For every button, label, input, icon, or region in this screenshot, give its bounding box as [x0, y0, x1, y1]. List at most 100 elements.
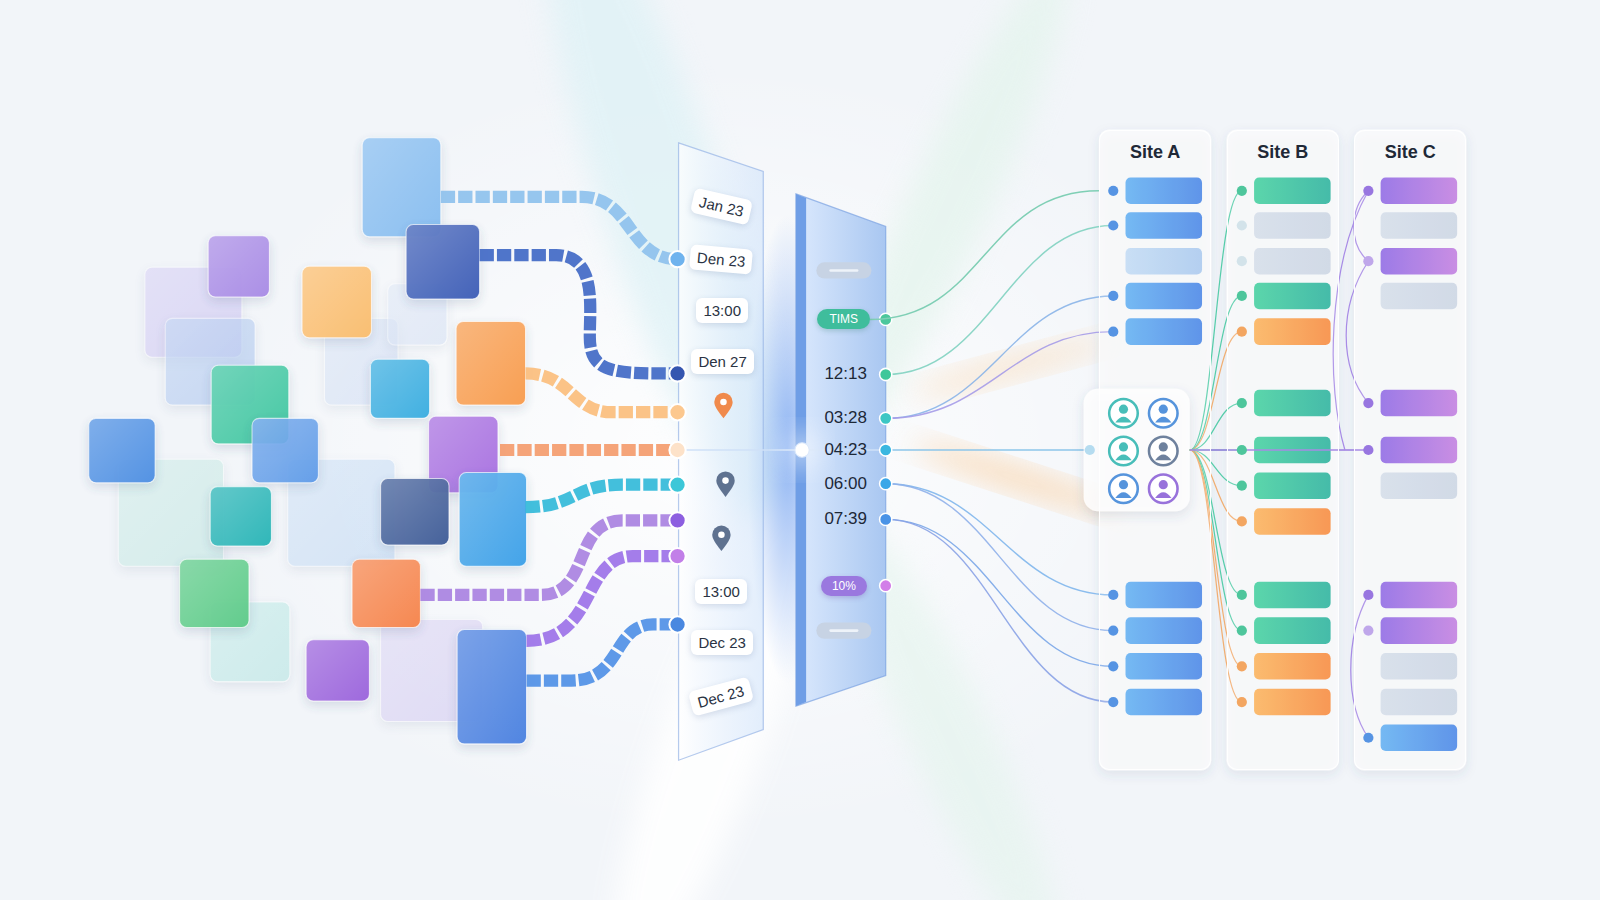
time-text: 06:00: [824, 474, 867, 493]
pin-shape: [716, 471, 734, 497]
time-dot: [880, 313, 892, 325]
location-pin: [712, 526, 730, 552]
pin-hole: [718, 531, 725, 538]
data-square: [252, 418, 318, 482]
placeholder-pill: [816, 622, 871, 638]
light-glow: [184, 61, 1245, 837]
square-sheen: [381, 479, 449, 545]
node-text: Den 23: [697, 249, 747, 270]
square-sheen: [210, 487, 271, 546]
stream-dot: [669, 404, 685, 420]
date-pill: Dec 23: [691, 630, 753, 655]
time-dot: [880, 513, 892, 525]
card-dot: [1085, 445, 1095, 455]
site-column: Site A: [1099, 130, 1211, 771]
location-pin: [714, 393, 732, 419]
node-text: Site B: [1228, 142, 1338, 163]
flow-curve: [886, 226, 1114, 375]
data-square: [459, 472, 526, 566]
site-column: Site B: [1227, 130, 1339, 771]
stream-dot: [669, 512, 685, 528]
data-streams: [420, 197, 677, 681]
node-text: 13:00: [703, 302, 741, 319]
stream-dot: [669, 365, 685, 381]
pin-shape: [714, 393, 732, 419]
site-panel-fill: [1099, 130, 1211, 771]
flow-curve: [886, 296, 1114, 418]
data-square: [381, 479, 449, 545]
square-sheen: [459, 472, 526, 566]
square-sheen: [456, 321, 525, 405]
time-dot: [880, 444, 892, 456]
node-text: 10%: [832, 579, 856, 593]
time-text: 03:28: [824, 408, 867, 427]
data-square: [456, 321, 525, 405]
data-square: [302, 266, 371, 337]
dashed-stream: [526, 373, 678, 412]
square-sheen: [252, 418, 318, 482]
time-dot: [880, 580, 892, 592]
dashed-stream: [480, 255, 678, 373]
data-square: [306, 640, 369, 701]
pin-hole: [722, 477, 729, 484]
square-sheen: [89, 418, 155, 482]
tag-pill: TIMS: [817, 309, 870, 329]
dashed-stream: [500, 444, 678, 456]
stream-dot: [669, 442, 685, 458]
flow-curve: [886, 484, 1114, 631]
data-square: [457, 630, 526, 744]
dashed-stream: [526, 485, 678, 507]
time-dot: [880, 412, 892, 424]
time-dot: [880, 478, 892, 490]
node-text: Dec 23: [696, 683, 746, 712]
pin-shape: [712, 526, 730, 552]
square-sheen: [180, 559, 249, 627]
dashed-stream: [527, 624, 678, 680]
time-label: 04:23: [824, 440, 867, 460]
timeline-panel: [679, 143, 764, 760]
flow-curve: [886, 449, 1090, 450]
square-sheen: [457, 630, 526, 744]
time-text: 07:39: [824, 509, 867, 528]
node-text: TIMS: [829, 312, 858, 326]
date-pill: Jan 23: [690, 187, 753, 225]
placeholder-dash: [831, 269, 858, 272]
site-column: Site C: [1354, 130, 1466, 771]
pin-hole: [720, 399, 727, 406]
stream-dot: [669, 477, 685, 493]
data-square: [89, 418, 155, 482]
date-pill: Den 27: [691, 349, 753, 374]
date-pill: 13:00: [695, 579, 747, 604]
stream-dot: [669, 548, 685, 564]
square-sheen: [370, 359, 429, 418]
placeholder-dash: [831, 629, 858, 632]
time-label: 06:00: [824, 474, 867, 494]
square-sheen: [208, 236, 269, 297]
time-label: 07:39: [824, 509, 867, 529]
stream-dot: [669, 251, 685, 267]
flow-curve: [886, 519, 1114, 702]
flow-curve: [886, 519, 1114, 666]
data-square: [208, 236, 269, 297]
node-text: Den 27: [698, 353, 746, 370]
stream-dot: [669, 616, 685, 632]
data-squares: [89, 138, 527, 744]
data-square: [180, 559, 249, 627]
data-square: [370, 359, 429, 418]
square-sheen: [406, 224, 479, 298]
time-text: 04:23: [824, 440, 867, 459]
date-pill: Den 23: [689, 244, 753, 274]
time-dot: [880, 368, 892, 380]
square-sheen: [302, 266, 371, 337]
location-pin: [716, 471, 734, 497]
data-square: [362, 138, 441, 237]
center-dot: [795, 443, 809, 457]
node-text: Site C: [1355, 142, 1465, 163]
square-sheen: [362, 138, 441, 237]
flow-curves: [886, 226, 1114, 703]
data-square: [210, 487, 271, 546]
site-panel-fill: [1354, 130, 1466, 771]
